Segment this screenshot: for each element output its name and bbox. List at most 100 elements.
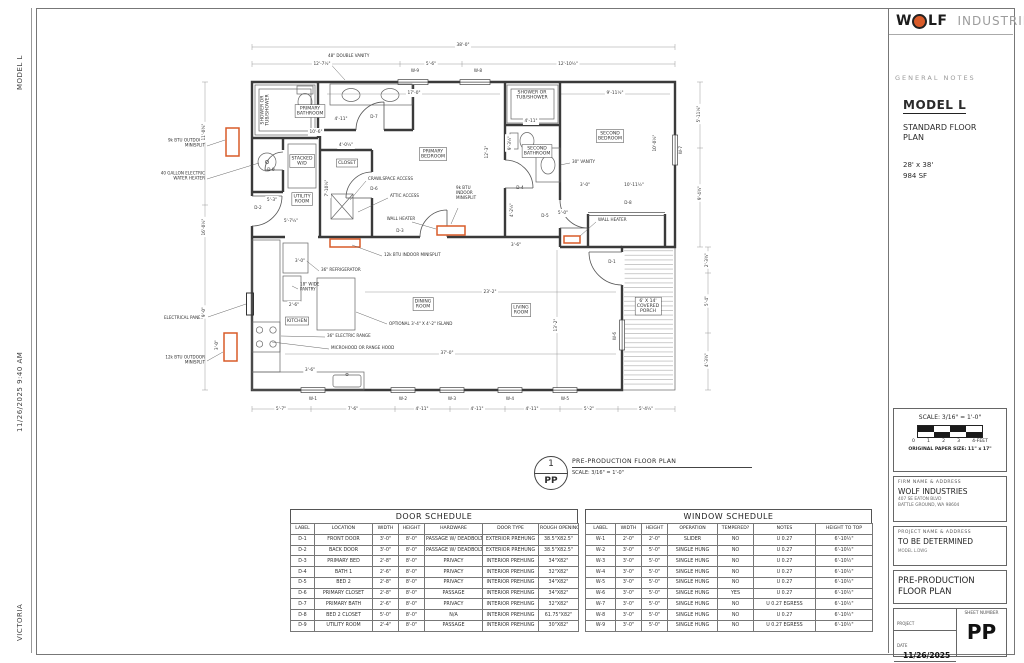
indoor-minisplit-12k <box>329 238 361 248</box>
plan-label-tag: D-7 <box>370 114 378 119</box>
table-cell: 3'-0" <box>372 533 399 546</box>
column-header: LABEL <box>290 523 315 535</box>
plan-label-dim: 5'-2" <box>584 406 594 412</box>
column-header: LABEL <box>585 523 616 535</box>
table-cell: SINGLE HUNG <box>667 566 718 578</box>
table-cell: PRIVACY <box>424 566 483 578</box>
column-header: HARDWARE <box>424 523 483 535</box>
table-cell: 3'-0" <box>615 609 642 622</box>
plan-label-dim: 4'-11" <box>471 406 484 412</box>
table-cell: D-6 <box>290 587 315 600</box>
dim-text-bg <box>483 143 491 161</box>
table-cell: BED 2 CLOSET <box>314 609 373 622</box>
scale-tick: 0 <box>912 439 915 444</box>
model-title: MODEL L <box>903 98 967 114</box>
table-cell: 6'-10½" <box>815 576 873 589</box>
table-cell: U 0.27 EGRESS <box>753 598 816 611</box>
table-cell: NO <box>717 566 754 578</box>
plan-label-dim: 4'-11" <box>526 406 539 412</box>
dim-text-bg <box>468 405 486 413</box>
plan-label-dim: 10'-0½" <box>651 134 658 151</box>
table-cell: 61.75"X82" <box>538 609 579 622</box>
covered-porch-deck <box>621 246 676 391</box>
table-cell: 8'-0" <box>398 533 425 546</box>
table-cell: 5'-0" <box>641 620 668 632</box>
plan-label-tag: W-3 <box>448 396 456 401</box>
firm-address-1: 407 SE EATON BLVD <box>898 496 942 502</box>
plan-label-call: WALL HEATER <box>387 216 416 221</box>
table-cell: W-5 <box>585 576 616 589</box>
table-cell: U 0.27 <box>753 533 816 546</box>
room-label-box <box>294 104 326 118</box>
plan-label-dim: 12'-7½" <box>313 60 330 67</box>
wolf-logo-icon <box>912 13 928 29</box>
table-cell: PASSAGE W/ DEADBOLT <box>424 533 483 546</box>
column-header: LOCATION <box>314 523 373 535</box>
brand-suffix: INDUSTRIES <box>957 14 1024 28</box>
table-cell: 8'-0" <box>398 587 425 600</box>
plan-title: PRE-PRODUCTION FLOOR PLAN <box>572 458 752 468</box>
plan-label-room: SHOWER ORTUB/SHOWER <box>260 93 271 126</box>
scale-tick: 4-FEET <box>972 439 988 444</box>
table-cell: 6'-10½" <box>815 555 873 568</box>
sheet-border <box>36 8 1015 655</box>
plan-label-tag: D-2 <box>254 205 262 210</box>
table-cell: U 0.27 EGRESS <box>753 620 816 632</box>
table-cell: 6'-10½" <box>815 533 873 546</box>
dim-text-bg <box>303 366 317 374</box>
plan-label-tag: W-2 <box>399 396 407 401</box>
plan-label-dim: 9'-11½" <box>606 89 623 96</box>
table-cell: INTERIOR PREHUNG <box>482 598 539 611</box>
table-cell: 3'-0" <box>615 555 642 568</box>
model-area: 984 SF <box>903 171 928 180</box>
plan-label-tag: W-9 <box>411 68 419 73</box>
table-cell: PRIMARY BED <box>314 555 373 568</box>
plan-label-tag: W-8 <box>474 68 482 73</box>
table-cell: 8'-0" <box>398 544 425 557</box>
table-cell: U 0.27 <box>753 609 816 622</box>
table-cell: U 0.27 <box>753 576 816 589</box>
dim-text-bg <box>311 59 333 68</box>
plan-label-dim: 10'-6" <box>310 129 323 135</box>
leader-line <box>291 285 299 290</box>
table-cell: 3'-0" <box>615 576 642 589</box>
plan-label-tag: D-6 <box>370 186 378 191</box>
table-cell: 2'-8" <box>372 555 399 568</box>
column-header: OPERATION <box>667 523 718 535</box>
dim-text-bg <box>522 117 540 125</box>
plan-label-dim: 37'-0" <box>441 350 454 356</box>
table-cell: NO <box>717 620 754 632</box>
table-cell: D-7 <box>290 598 315 611</box>
table-cell: 3'-0" <box>615 620 642 632</box>
table-cell: W-9 <box>585 620 616 632</box>
dim-text-bg <box>413 405 431 413</box>
dim-text-bg <box>604 88 626 97</box>
table-cell: 6'-10½" <box>815 566 873 578</box>
table-cell: 8'-0" <box>398 609 425 622</box>
dim-text-bg <box>199 216 208 238</box>
plan-label-room: CLOSET <box>338 160 356 166</box>
table-cell: W-6 <box>585 587 616 600</box>
column-header: WIDTH <box>372 523 399 535</box>
table-cell: 6'-10½" <box>815 598 873 611</box>
indoor-minisplit-9k <box>436 225 466 236</box>
room-label-box <box>419 147 447 161</box>
dim-text-bg <box>523 405 541 413</box>
model-size: 28' x 38' 984 SF <box>903 160 933 181</box>
leader-line <box>450 207 459 225</box>
dim-text-bg <box>556 209 570 217</box>
table-cell: D-2 <box>290 544 315 557</box>
table-cell: 3'-0" <box>615 544 642 557</box>
